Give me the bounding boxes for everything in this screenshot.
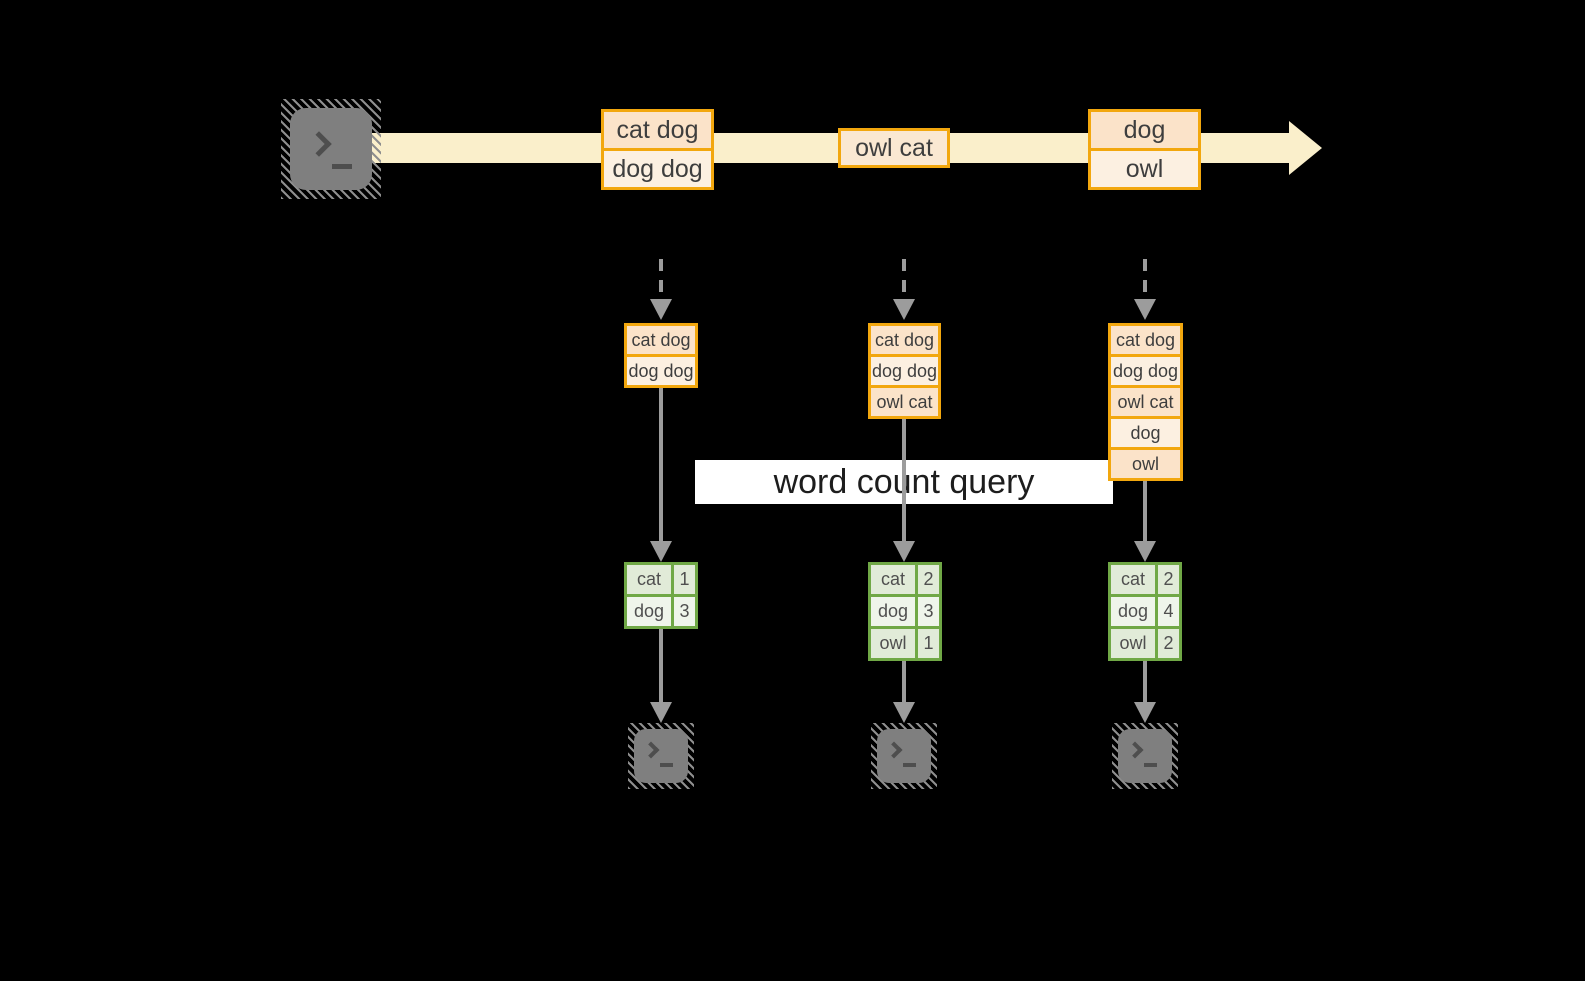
stream-event: cat dog (604, 112, 711, 148)
stream-event: dog (1091, 112, 1198, 148)
accumulated-event: dog (1111, 416, 1180, 447)
result-count-cell: 1 (674, 565, 695, 594)
result-to-sink-line (902, 661, 906, 703)
terminal-body (634, 729, 688, 783)
result-count-cell: 2 (1158, 565, 1179, 594)
result-word-cell: cat (1111, 565, 1155, 594)
query-flow-arrowhead (893, 541, 915, 562)
accumulated-event: dog dog (627, 354, 695, 385)
result-word-cell: owl (871, 629, 915, 658)
batch-to-state-dashed-line (902, 259, 906, 300)
terminal-prompt-chevron-icon (306, 131, 332, 157)
batch-to-state-arrowhead (893, 299, 915, 320)
query-flow-line (659, 388, 663, 541)
result-count-cell: 2 (918, 565, 939, 594)
accumulated-input-3: cat dog dog dog owl cat dog owl (1108, 323, 1183, 481)
result-count-cell: 1 (918, 629, 939, 658)
stream-batch-2: owl cat (838, 128, 950, 168)
sink-terminal-icon (1112, 723, 1178, 789)
accumulated-event: cat dog (1111, 326, 1180, 354)
query-flow-line (902, 419, 906, 541)
stream-event: owl (1091, 148, 1198, 187)
result-to-sink-arrowhead (1134, 702, 1156, 723)
accumulated-event: cat dog (871, 326, 938, 354)
query-flow-arrowhead (650, 541, 672, 562)
batch-to-state-arrowhead (1134, 299, 1156, 320)
terminal-body (877, 729, 931, 783)
result-count-cell: 4 (1158, 597, 1179, 626)
result-count-cell: 3 (918, 597, 939, 626)
accumulated-event: owl cat (1111, 385, 1180, 416)
terminal-body (290, 108, 372, 190)
accumulated-event: owl (1111, 447, 1180, 478)
stream-event: dog dog (604, 148, 711, 187)
batch-to-state-arrowhead (650, 299, 672, 320)
result-to-sink-arrowhead (893, 702, 915, 723)
result-table-2: cat 2 dog 3 owl 1 (868, 562, 942, 661)
result-table-3: cat 2 dog 4 owl 2 (1108, 562, 1182, 661)
query-flow-line (1143, 481, 1147, 541)
sink-terminal-icon (628, 723, 694, 789)
terminal-prompt-chevron-icon (1126, 741, 1144, 759)
batch-to-state-dashed-line (659, 259, 663, 300)
sink-terminal-icon (871, 723, 937, 789)
accumulated-event: cat dog (627, 326, 695, 354)
result-count-cell: 2 (1158, 629, 1179, 658)
result-word-cell: cat (871, 565, 915, 594)
terminal-prompt-cursor (332, 164, 352, 169)
result-to-sink-line (659, 629, 663, 703)
stream-batch-1: cat dog dog dog (601, 109, 714, 190)
stream-source-terminal-icon (281, 99, 381, 199)
query-flow-arrowhead (1134, 541, 1156, 562)
terminal-prompt-chevron-icon (642, 741, 660, 759)
result-word-cell: cat (627, 565, 671, 594)
terminal-prompt-cursor (1144, 763, 1157, 767)
result-count-cell: 3 (674, 597, 695, 626)
result-to-sink-line (1143, 661, 1147, 703)
batch-to-state-dashed-line (1143, 259, 1147, 300)
result-word-cell: dog (871, 597, 915, 626)
stream-batch-3: dog owl (1088, 109, 1201, 190)
terminal-prompt-chevron-icon (885, 741, 903, 759)
result-table-1: cat 1 dog 3 (624, 562, 698, 629)
terminal-prompt-cursor (903, 763, 916, 767)
result-word-cell: dog (627, 597, 671, 626)
terminal-body (1118, 729, 1172, 783)
result-word-cell: dog (1111, 597, 1155, 626)
stream-timeline-arrowhead (1289, 121, 1322, 175)
accumulated-event: dog dog (871, 354, 938, 385)
accumulated-event: dog dog (1111, 354, 1180, 385)
accumulated-input-1: cat dog dog dog (624, 323, 698, 388)
accumulated-event: owl cat (871, 385, 938, 416)
result-word-cell: owl (1111, 629, 1155, 658)
result-to-sink-arrowhead (650, 702, 672, 723)
terminal-prompt-cursor (660, 763, 673, 767)
stream-event: owl cat (841, 131, 947, 165)
accumulated-input-2: cat dog dog dog owl cat (868, 323, 941, 419)
